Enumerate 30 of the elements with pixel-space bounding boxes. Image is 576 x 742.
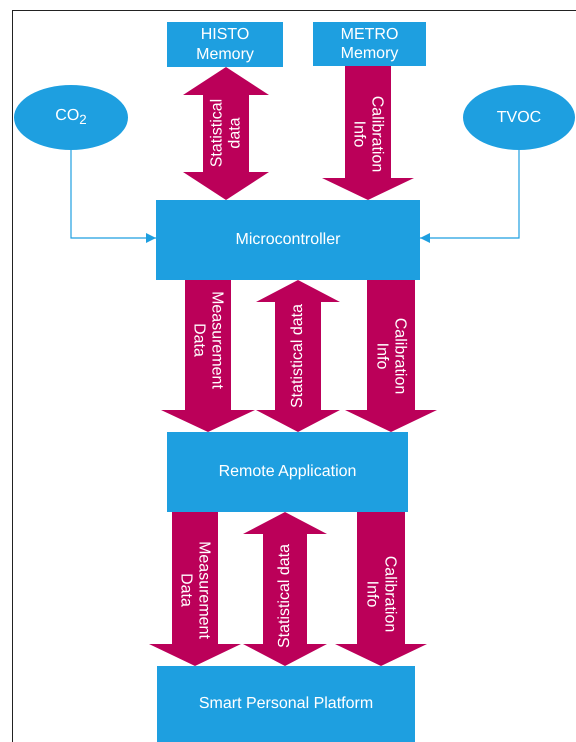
- edge-label: Statistical data: [208, 98, 244, 170]
- node-label: Smart Personal Platform: [198, 694, 374, 714]
- arrow: [70, 150, 156, 243]
- edge-label: Calibration Info: [363, 554, 399, 634]
- block-arrow: [256, 280, 340, 432]
- block-arrow: [149, 512, 241, 666]
- process-box: [167, 432, 408, 512]
- process-box: [157, 666, 415, 742]
- node-label: TVOC: [496, 108, 542, 128]
- block-arrow: [243, 512, 327, 666]
- block-arrow: [345, 280, 437, 432]
- node-label: Remote Application: [218, 462, 356, 482]
- process-box: [313, 22, 426, 66]
- block-arrow: [183, 67, 269, 200]
- edge-label: Statistical data: [276, 542, 294, 650]
- edge-label: Measurement Data: [190, 290, 226, 391]
- edge-label: Calibration Info: [373, 316, 409, 396]
- edge-label: Statistical data: [289, 302, 307, 410]
- block-arrow: [161, 280, 255, 432]
- edge-label: Measurement Data: [177, 540, 213, 641]
- node-label: CO$_{2}$: [55, 106, 87, 129]
- node-label: METRO Memory: [340, 24, 400, 64]
- arrow: [420, 150, 520, 243]
- node-label: HISTO Memory: [195, 25, 255, 64]
- block-arrow: [335, 512, 427, 666]
- process-box: [167, 22, 283, 67]
- block-arrow: [322, 66, 414, 200]
- edge-label: Calibration Info: [350, 94, 386, 174]
- node-label: Microcontroller: [236, 230, 340, 250]
- process-box: [156, 200, 420, 280]
